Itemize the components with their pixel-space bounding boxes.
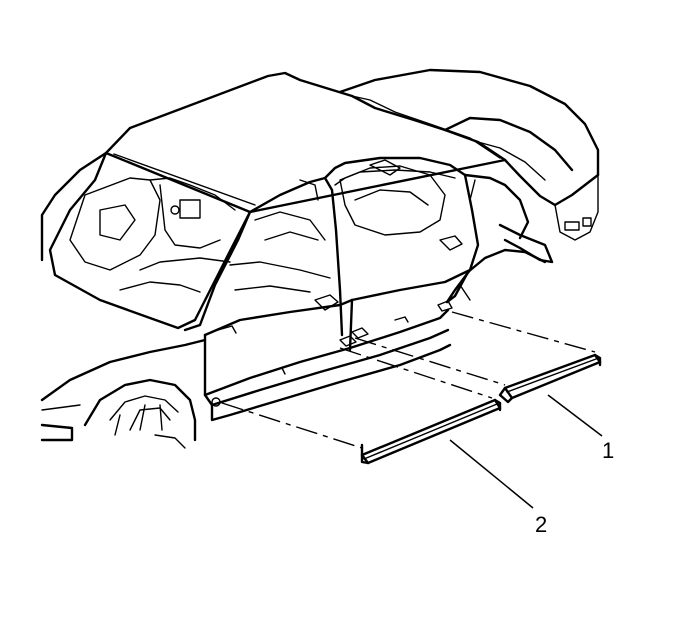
- callout-1: 1: [602, 438, 614, 463]
- door-frames: [248, 156, 480, 337]
- sill-molding-rear: [498, 353, 602, 404]
- front-door: [203, 294, 354, 407]
- interior-structure: [119, 159, 446, 293]
- rear-quarter: [445, 173, 547, 304]
- windshield-frame: [40, 151, 252, 332]
- leader-line-1: [547, 394, 603, 437]
- leader-line-2: [449, 439, 534, 509]
- roof-panel: [104, 71, 507, 214]
- front-fender: [40, 338, 207, 449]
- sill-molding-front: [360, 398, 502, 465]
- rocker-panel: [203, 300, 453, 422]
- trunk-lid: [338, 68, 600, 264]
- callout-2: 2: [535, 512, 547, 537]
- rear-door: [350, 235, 472, 302]
- alignment-lines: [221, 311, 596, 449]
